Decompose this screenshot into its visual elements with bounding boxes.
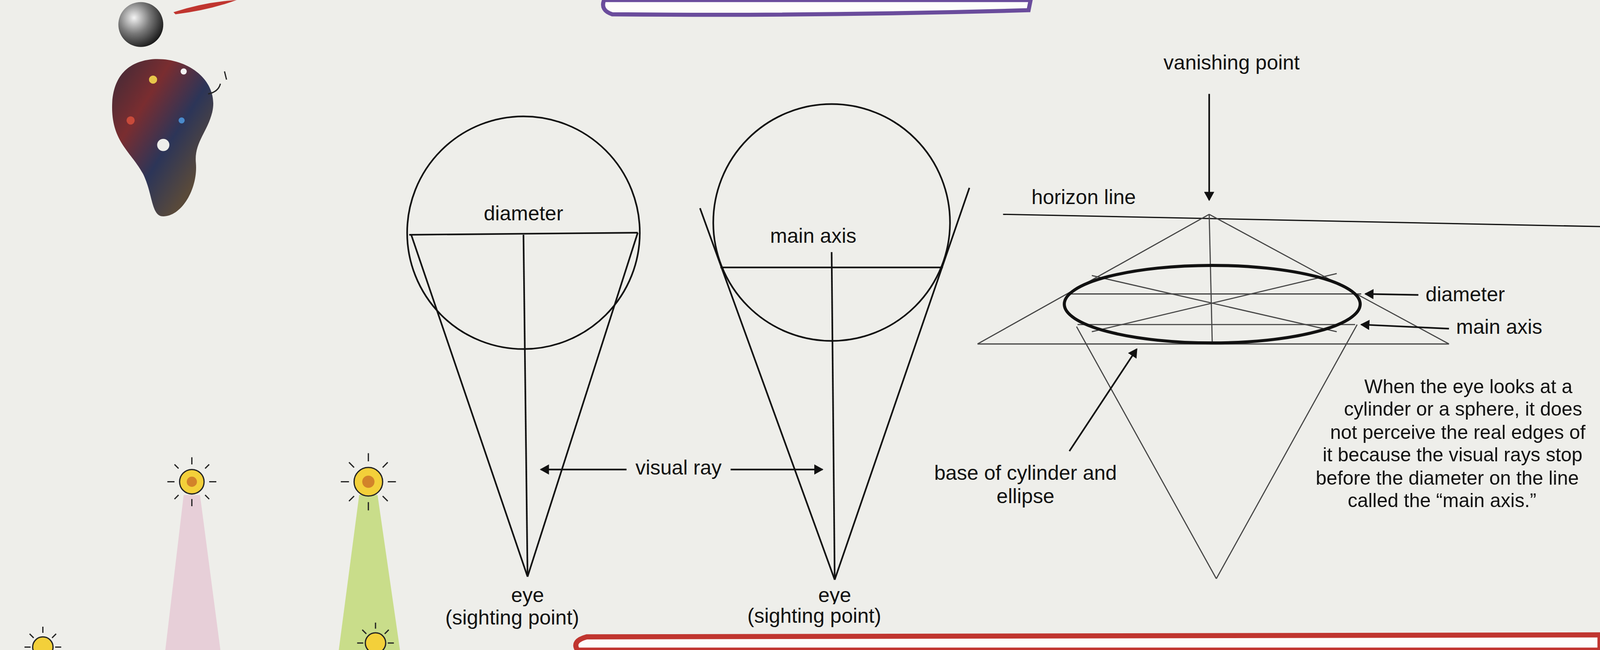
horizon-line-label: horizon line: [1029, 185, 1138, 209]
diameter-label: diameter: [481, 202, 566, 226]
diameter-label: diameter: [1423, 282, 1508, 307]
sighting-point-label: (sighting point): [745, 604, 884, 628]
base-label: base of cylinder and ellipse: [916, 461, 1135, 509]
main-axis-label: main axis: [768, 224, 859, 248]
note-text: When the eye looks at a cylinder or a sp…: [1315, 375, 1586, 512]
eye-label: eye: [509, 583, 547, 607]
vanishing-point-label: vanishing point: [1161, 51, 1302, 75]
note-block: When the eye looks at a cylinder or a sp…: [1224, 375, 1592, 611]
text-spacer: [1224, 375, 1347, 611]
eye-label: eye: [816, 583, 853, 607]
visual-ray-label: visual ray: [633, 455, 724, 480]
main-axis-label: main axis: [1454, 315, 1545, 339]
sighting-point-label: (sighting point): [443, 606, 582, 630]
